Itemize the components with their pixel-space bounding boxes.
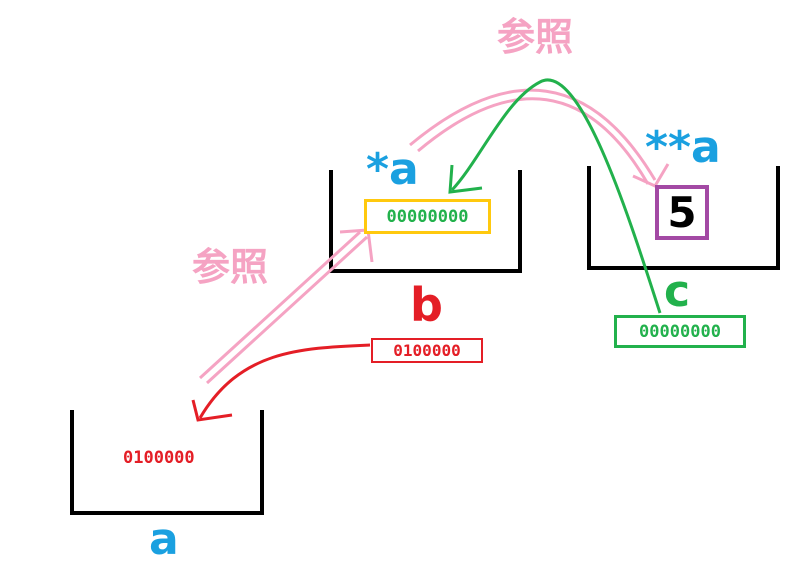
label-deref-a: *a <box>366 144 419 195</box>
container-b <box>329 170 522 273</box>
label-ref-top: 参照 <box>497 15 574 59</box>
b-address-box: 0100000 <box>371 338 483 363</box>
container-a <box>70 410 264 515</box>
container-c <box>587 166 780 270</box>
pointer-arrow-c-to-b <box>448 78 662 314</box>
reference-arrow-b-to-c <box>409 88 670 188</box>
pointer-arrow-b-to-a <box>191 343 371 422</box>
label-ref-left: 参照 <box>192 245 269 289</box>
label-var-a: a <box>149 514 179 565</box>
label-var-c: c <box>664 266 691 317</box>
b-content-box: 00000000 <box>364 199 491 234</box>
c-address-box: 00000000 <box>614 315 746 348</box>
c-content-box: 5 <box>655 185 709 240</box>
label-var-b: b <box>410 278 443 332</box>
label-double-deref-a: **a <box>645 122 721 173</box>
a-content-value: 0100000 <box>123 448 195 468</box>
